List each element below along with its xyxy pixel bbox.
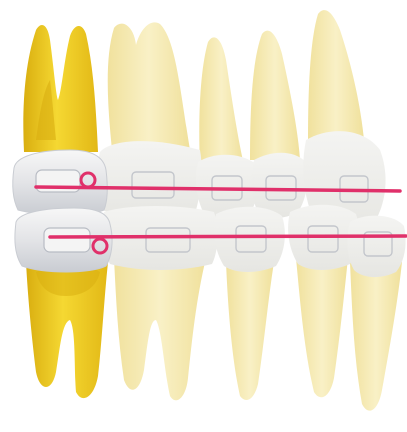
upper-first-molar: [23, 25, 98, 152]
lower-tooth-3: [226, 262, 274, 400]
lower-crown-3: [214, 207, 285, 272]
upper-crown-2: [97, 141, 201, 217]
lower-tooth-4: [296, 258, 348, 397]
lower-buccal-tube: [44, 228, 90, 252]
upper-molar-roots: [23, 25, 98, 152]
upper-arch: [97, 10, 385, 234]
lower-crown-5: [347, 216, 405, 277]
upper-tooth-4: [250, 31, 300, 160]
upper-tooth-5: [308, 10, 364, 140]
lower-archwire: [50, 236, 406, 237]
lower-tooth-5: [350, 262, 402, 411]
upper-tooth-3: [199, 37, 244, 165]
lower-first-molar: [26, 262, 108, 398]
upper-tooth-2: [108, 22, 190, 150]
lower-tooth-2: [114, 258, 206, 400]
